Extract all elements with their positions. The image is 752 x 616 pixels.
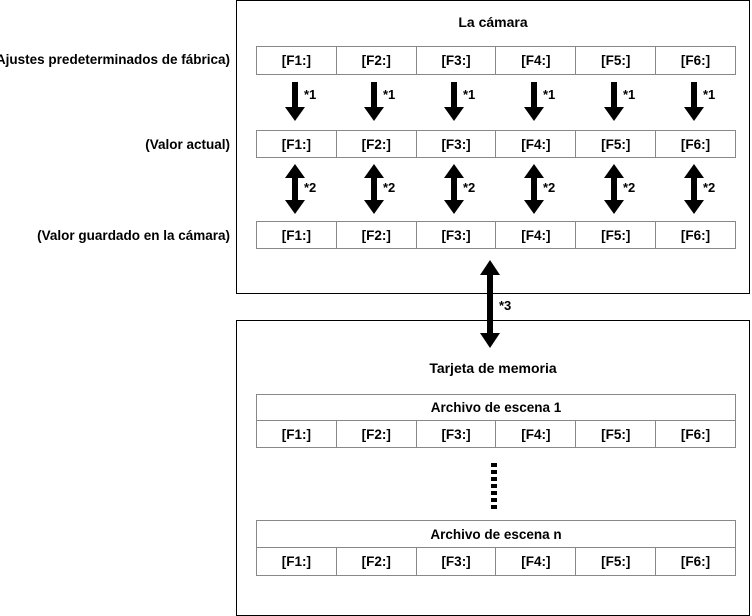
- note-2: *2: [383, 180, 396, 195]
- scene-file-cell: [F6:]: [655, 548, 735, 575]
- double-arrow-icon: [285, 164, 305, 214]
- note-2: *2: [463, 180, 476, 195]
- double-arrow-icon: [444, 164, 464, 214]
- factory-cell: [F4:]: [495, 47, 575, 74]
- down-arrow-icon: [604, 82, 624, 121]
- current-cell: [F1:]: [281, 136, 312, 152]
- saved-cell: [F1:]: [281, 227, 312, 243]
- note-1: *1: [623, 87, 636, 102]
- factory-cell: [F5:]: [575, 47, 655, 74]
- scene-file-cell: [F2:]: [335, 421, 416, 447]
- row-label-current: (Valor actual): [145, 137, 230, 152]
- double-arrow-icon: [684, 164, 704, 214]
- saved-cell: [F2:]: [335, 222, 416, 248]
- note-1: *1: [383, 87, 396, 102]
- note-2: *2: [543, 180, 556, 195]
- scene-file-n-row: [F1:] [F2:] [F3:] [F4:] [F5:] [F6:]: [256, 547, 736, 576]
- current-cell: [F5:]: [575, 131, 655, 157]
- note-2: *2: [703, 180, 716, 195]
- row-label-saved: (Valor guardado en la cámara): [37, 228, 230, 243]
- factory-cell: [F2:]: [335, 47, 416, 74]
- double-arrow-icon: [604, 164, 624, 214]
- scene-file-cell: [F6:]: [655, 421, 735, 447]
- scene-file-cell: [F2:]: [335, 548, 416, 575]
- saved-value-row: [F1:] [F2:] [F3:] [F4:] [F5:] [F6:]: [256, 221, 736, 249]
- current-cell: [F6:]: [655, 131, 735, 157]
- transfer-double-arrow-icon: [480, 260, 500, 348]
- down-arrow-icon: [285, 82, 305, 121]
- double-arrow-icon: [364, 164, 384, 214]
- scene-file-cell: [F3:]: [415, 421, 496, 447]
- memory-card-title: Tarjeta de memoria: [429, 360, 557, 376]
- saved-cell: [F6:]: [655, 222, 735, 248]
- current-cell: [F2:]: [335, 131, 416, 157]
- note-2: *2: [304, 180, 317, 195]
- scene-file-cell: [F3:]: [415, 548, 496, 575]
- scene-file-cell: [F4:]: [495, 548, 575, 575]
- scene-file-cell: [F5:]: [575, 548, 655, 575]
- ellipsis-dots-icon: [491, 463, 497, 509]
- note-1: *1: [703, 87, 716, 102]
- scene-file-cell: [F1:]: [281, 554, 312, 569]
- down-arrow-icon: [524, 82, 544, 121]
- current-cell: [F3:]: [415, 131, 496, 157]
- factory-settings-row: [F1:] [F2:] [F3:] [F4:] [F5:] [F6:]: [256, 46, 736, 75]
- factory-cell: [F1:]: [281, 53, 312, 68]
- down-arrow-icon: [444, 82, 464, 121]
- note-2: *2: [623, 180, 636, 195]
- factory-cell: [F3:]: [415, 47, 496, 74]
- down-arrow-icon: [684, 82, 704, 121]
- down-arrow-icon: [364, 82, 384, 121]
- row-label-factory: (Ajustes predeterminados de fábrica): [0, 52, 230, 67]
- note-1: *1: [304, 87, 317, 102]
- saved-cell: [F4:]: [495, 222, 575, 248]
- scene-file-cell: [F5:]: [575, 421, 655, 447]
- note-1: *1: [543, 87, 556, 102]
- scene-file-cell: [F1:]: [281, 426, 312, 442]
- scene-file-cell: [F4:]: [495, 421, 575, 447]
- double-arrow-icon: [524, 164, 544, 214]
- note-1: *1: [463, 87, 476, 102]
- current-value-row: [F1:] [F2:] [F3:] [F4:] [F5:] [F6:]: [256, 130, 736, 158]
- scene-file-1-row: [F1:] [F2:] [F3:] [F4:] [F5:] [F6:]: [256, 420, 736, 448]
- note-3: *3: [499, 298, 512, 313]
- camera-title: La cámara: [458, 14, 528, 30]
- factory-cell: [F6:]: [655, 47, 735, 74]
- saved-cell: [F5:]: [575, 222, 655, 248]
- saved-cell: [F3:]: [415, 222, 496, 248]
- current-cell: [F4:]: [495, 131, 575, 157]
